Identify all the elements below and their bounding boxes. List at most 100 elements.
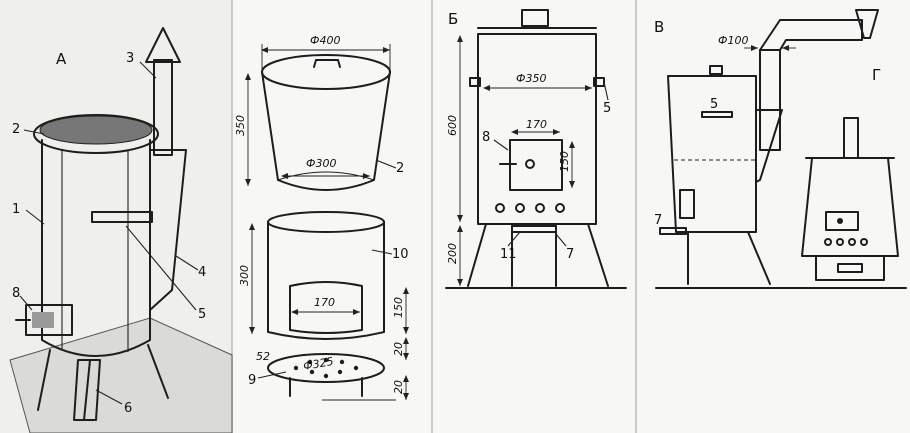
chimney-cap (855, 9, 879, 39)
leader-line (25, 209, 45, 225)
leader-line (95, 389, 123, 405)
stove-leg (587, 223, 609, 287)
callout-b-8: 8 (482, 130, 490, 145)
support-bracket (91, 211, 153, 223)
lid-top (39, 115, 153, 145)
chimney-vertical (759, 49, 781, 151)
dim-opening-height: 150 (392, 297, 405, 318)
leader-line (371, 249, 393, 255)
small-stove-door-knob (837, 218, 843, 224)
dim-upper-height: 350 (234, 115, 247, 136)
panel-letter-v: В (654, 18, 664, 36)
floor-shading (9, 317, 233, 433)
stove-leg (747, 231, 771, 285)
leader-line (125, 225, 197, 311)
panel-exploded: Ф400 Ф300 350 2 170 300 150 10 20 20 (234, 34, 409, 401)
dim-pipe-diameter: Ф100 (718, 34, 748, 47)
stove-leg (83, 359, 91, 421)
panel-v-background (636, 0, 910, 433)
small-stove-ash-slot (837, 263, 863, 273)
dim-upper-bottom-diameter: Ф300 (306, 157, 336, 170)
side-lug (469, 77, 481, 87)
leader-line (375, 159, 397, 169)
callout-a-2: 2 (12, 122, 20, 137)
lid-handle (313, 59, 341, 68)
callout-upper-section: 2 (396, 161, 404, 176)
dim-gap-b: 20 (392, 380, 405, 394)
leader-line (23, 129, 45, 135)
callout-b-7: 7 (566, 247, 574, 262)
leader-line (493, 139, 509, 151)
dim-leg-height: 200 (446, 243, 459, 264)
stove-leg (147, 344, 169, 399)
callout-v-7: 7 (654, 213, 662, 228)
lower-cylinder-opening (289, 281, 363, 334)
callout-a-1: 1 (12, 202, 20, 217)
leader-line (555, 233, 567, 247)
dim-door-height: 150 (558, 151, 571, 172)
grate-holes (293, 357, 359, 379)
panel-letter-a: А (56, 50, 67, 68)
chimney-cap (145, 27, 181, 63)
panel-a: А 1 2 3 4 5 6 8 (9, 27, 233, 433)
dim-lid-diameter: Ф400 (310, 34, 340, 47)
leader-line (139, 61, 157, 79)
callout-a-8: 8 (12, 286, 20, 301)
callout-b-11: 11 (500, 247, 517, 262)
panel-v: В Ф100 5 7 (654, 9, 907, 289)
ash-tray (659, 227, 687, 235)
panel-b-background (432, 0, 636, 433)
leader-line (175, 255, 199, 271)
ash-pan (73, 359, 101, 421)
panel-b: Б Ф350 5 600 170 150 8 (445, 9, 627, 289)
dim-body-diameter: Ф350 (516, 72, 546, 85)
leader-line (257, 371, 287, 379)
callout-a-3: 3 (126, 51, 134, 66)
leader-line (603, 81, 609, 101)
dim-body-height: 600 (446, 115, 459, 136)
vent-holes (495, 203, 565, 213)
stove-leg (37, 349, 51, 411)
fire-door-plate (32, 312, 54, 328)
chimney-cone (149, 149, 187, 311)
callout-grate: 9 (248, 373, 256, 388)
door-knob (525, 159, 535, 169)
callout-b-5: 5 (603, 101, 611, 116)
grate-plate (267, 353, 385, 383)
side-door (679, 189, 695, 219)
small-stove-base (815, 255, 885, 281)
panel-exploded-background (232, 0, 432, 433)
chimney-pipe (153, 59, 173, 156)
dim-grate-holes: 52 (256, 350, 270, 363)
leader-line (19, 295, 33, 311)
callout-v-5: 5 (710, 97, 718, 112)
small-stove-vents (824, 238, 868, 246)
panel-letter-b: Б (448, 10, 458, 28)
small-stove-door (825, 211, 859, 231)
callout-a-6: 6 (124, 401, 132, 416)
dim-grate-diameter: Ф325 (302, 355, 334, 373)
callout-lower-cylinder: 10 (392, 247, 409, 262)
callout-a-4: 4 (198, 265, 206, 280)
stove-body-side (667, 75, 757, 233)
lower-cylinder (267, 221, 385, 340)
dim-lower-height: 300 (238, 265, 251, 286)
callout-a-5: 5 (198, 307, 206, 322)
dim-opening-width: 170 (314, 296, 335, 309)
upper-tapered-section (261, 71, 391, 191)
dim-door-width: 170 (526, 118, 547, 131)
stove-body-front (477, 33, 597, 225)
stove-lid (33, 114, 159, 154)
dim-gap-a: 20 (392, 342, 405, 356)
panel-letter-g: Г (872, 66, 881, 84)
ash-tray (511, 225, 557, 233)
side-lug (701, 111, 733, 118)
lid-knob (709, 65, 723, 75)
leader-line (507, 231, 521, 247)
panel-g: Г (801, 66, 899, 281)
lid-knob (521, 9, 549, 27)
stove-body (41, 139, 151, 357)
stove-leg (467, 223, 487, 287)
